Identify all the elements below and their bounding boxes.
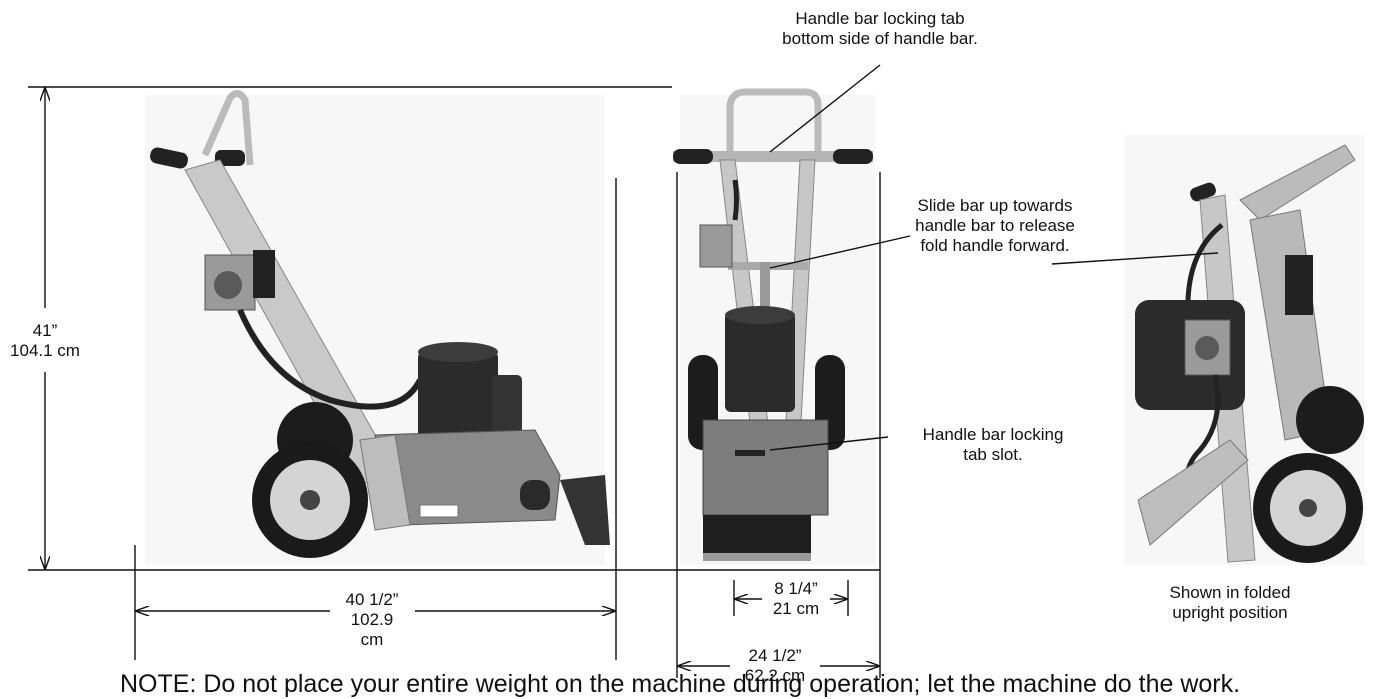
callout-tab-slot: Handle bar locking tab slot. bbox=[893, 425, 1093, 465]
dimension-lines bbox=[28, 64, 1219, 678]
callout-slide-bar-line3: fold handle forward. bbox=[920, 236, 1070, 255]
dimension-blade-cm: 21 cm bbox=[772, 599, 820, 618]
callout-locking-tab-line1: Handle bar locking tab bbox=[795, 9, 965, 28]
dimension-length-cm-2: cm bbox=[360, 630, 384, 649]
dimension-height-in: 41” bbox=[32, 321, 58, 340]
callout-slide-bar: Slide bar up towards handle bar to relea… bbox=[895, 196, 1095, 256]
callout-tab-slot-line2: tab slot. bbox=[963, 445, 1023, 464]
callout-folded-line2: upright position bbox=[1172, 603, 1288, 622]
callout-slide-bar-line2: handle bar to release bbox=[915, 216, 1075, 235]
dimension-length-cm-1: 102.9 bbox=[350, 610, 394, 629]
callout-slide-bar-line1: Slide bar up towards bbox=[917, 196, 1073, 215]
dimension-blade-in: 8 1/4” bbox=[774, 579, 818, 598]
operation-note: NOTE: Do not place your entire weight on… bbox=[120, 670, 1241, 698]
folded-view-machine bbox=[1125, 135, 1365, 565]
front-view-machine bbox=[673, 88, 875, 565]
callout-locking-tab-line2: bottom side of handle bar. bbox=[782, 29, 978, 48]
dimension-height-label: 41” 104.1 cm bbox=[0, 321, 90, 361]
dimension-length-in: 40 1/2” bbox=[345, 590, 399, 609]
dimension-width-cm: 62.2 cm bbox=[744, 666, 806, 685]
callout-locking-tab: Handle bar locking tab bottom side of ha… bbox=[775, 9, 985, 49]
callout-folded-line1: Shown in folded bbox=[1169, 583, 1291, 602]
callout-folded: Shown in folded upright position bbox=[1145, 583, 1315, 623]
dimension-length-label: 40 1/2” 102.9 cm bbox=[322, 590, 422, 650]
callout-tab-slot-line1: Handle bar locking bbox=[922, 425, 1064, 444]
dimension-width-label: 24 1/2” 62.2 cm bbox=[725, 646, 825, 686]
side-view-machine bbox=[145, 90, 610, 565]
dimension-blade-label: 8 1/4” 21 cm bbox=[756, 579, 836, 619]
dimension-height-cm: 104.1 cm bbox=[10, 341, 80, 360]
dimension-width-in: 24 1/2” bbox=[748, 646, 802, 665]
